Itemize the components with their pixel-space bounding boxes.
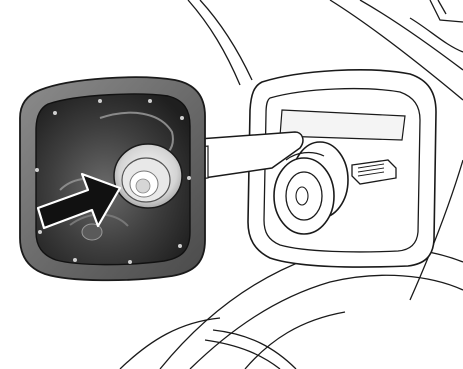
filler-neck-icon bbox=[114, 144, 182, 208]
